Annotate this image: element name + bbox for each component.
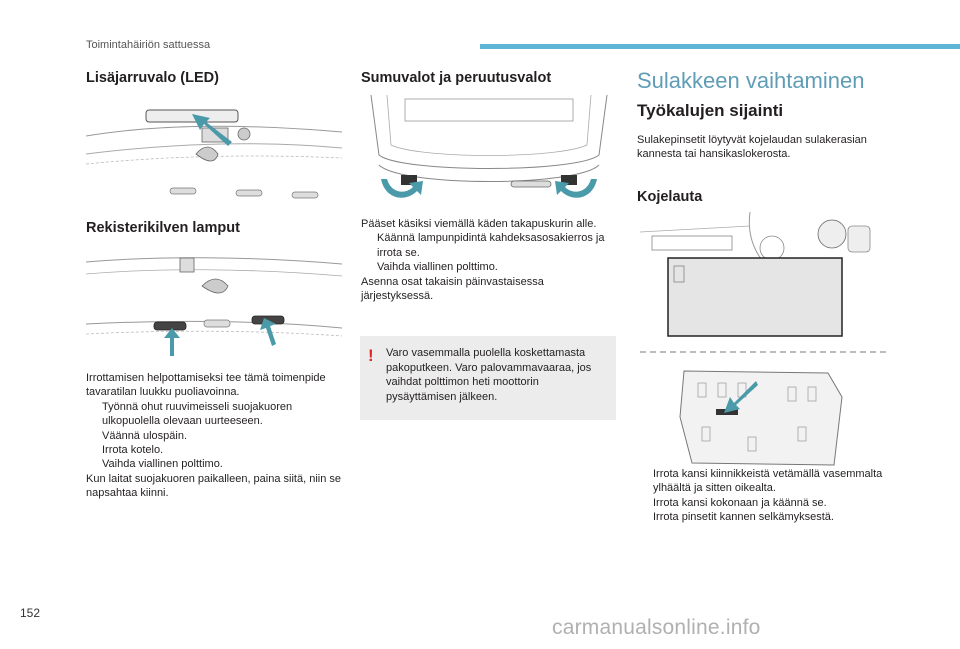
section-title-dashboard: Kojelauta	[637, 189, 703, 205]
arrow-icon	[260, 318, 276, 346]
list-item: Väännä ulospäin.	[102, 429, 188, 442]
paragraph: Pääset käsiksi viemällä käden takapuskur…	[361, 218, 597, 230]
plate-lamps-illustration	[86, 257, 342, 356]
paragraph: Irrottamisen helpottamiseksi tee tämä to…	[86, 372, 326, 399]
list-item: Irrota kansi kokonaan ja käännä se.	[653, 496, 827, 509]
list-item: Työnnä ohut ruuvimeisseli suojakuoren ul…	[102, 400, 293, 428]
section-title-plate-lamps: Rekisterikilven lamput	[86, 220, 240, 236]
rotate-arrow-icon	[555, 179, 597, 198]
col2-text: Pääset käsiksi viemällä käden takapuskur…	[361, 217, 617, 303]
list-item: Käännä lampunpidintä kahdeksasosakierros…	[377, 232, 605, 259]
list-item: Irrota pinsetit kannen selkämyksestä.	[653, 511, 834, 524]
rear-bumper-illustration	[370, 95, 608, 198]
header-accent-bar	[480, 44, 960, 49]
warning-text: Varo vasemmalla puolella koskettamasta p…	[386, 347, 592, 403]
running-head: Toimintahäiriön sattuessa	[86, 39, 211, 51]
dashboard-illustration	[640, 212, 890, 353]
list-item: Vaihda viallinen polttimo.	[377, 261, 498, 274]
paragraph: Asenna osat takaisin päinvastaisessa jär…	[361, 275, 544, 303]
page-title: Sulakkeen vaihtaminen	[637, 68, 865, 93]
section-title-fog-reverse: Sumuvalot ja peruutusvalot	[361, 70, 552, 86]
page-number: 152	[20, 606, 41, 620]
section-title-brake-light: Lisäjarruvalo (LED)	[86, 70, 219, 86]
col3-text: Irrota kansi kiinnikkeistä vetämällä vas…	[637, 467, 893, 525]
paragraph: Kun laitat suojakuoren paikalleen, paina…	[86, 472, 341, 500]
arrow-icon	[192, 114, 232, 146]
list-item: Irrota kotelo.	[102, 444, 164, 457]
intro-text: Sulakepinsetit löytyvät kojelaudan sulak…	[637, 134, 867, 161]
brake-light-illustration	[86, 109, 342, 199]
list-item: Vaihda viallinen polttimo.	[102, 458, 223, 471]
list-item: Irrota kansi kiinnikkeistä vetämällä vas…	[653, 468, 883, 495]
rotate-arrow-icon	[381, 179, 423, 198]
warning-box: ! Varo vasemmalla puolella koskettamasta…	[360, 336, 616, 420]
warning-icon: !	[368, 346, 374, 365]
arrow-icon	[724, 381, 758, 413]
watermark: carmanualsonline.info	[552, 616, 761, 639]
col1-text: Irrottamisen helpottamiseksi tee tämä to…	[86, 371, 342, 501]
fuse-box-cover-illustration	[679, 370, 843, 466]
arrow-icon	[164, 328, 180, 356]
sub-title: Työkalujen sijainti	[637, 101, 784, 120]
